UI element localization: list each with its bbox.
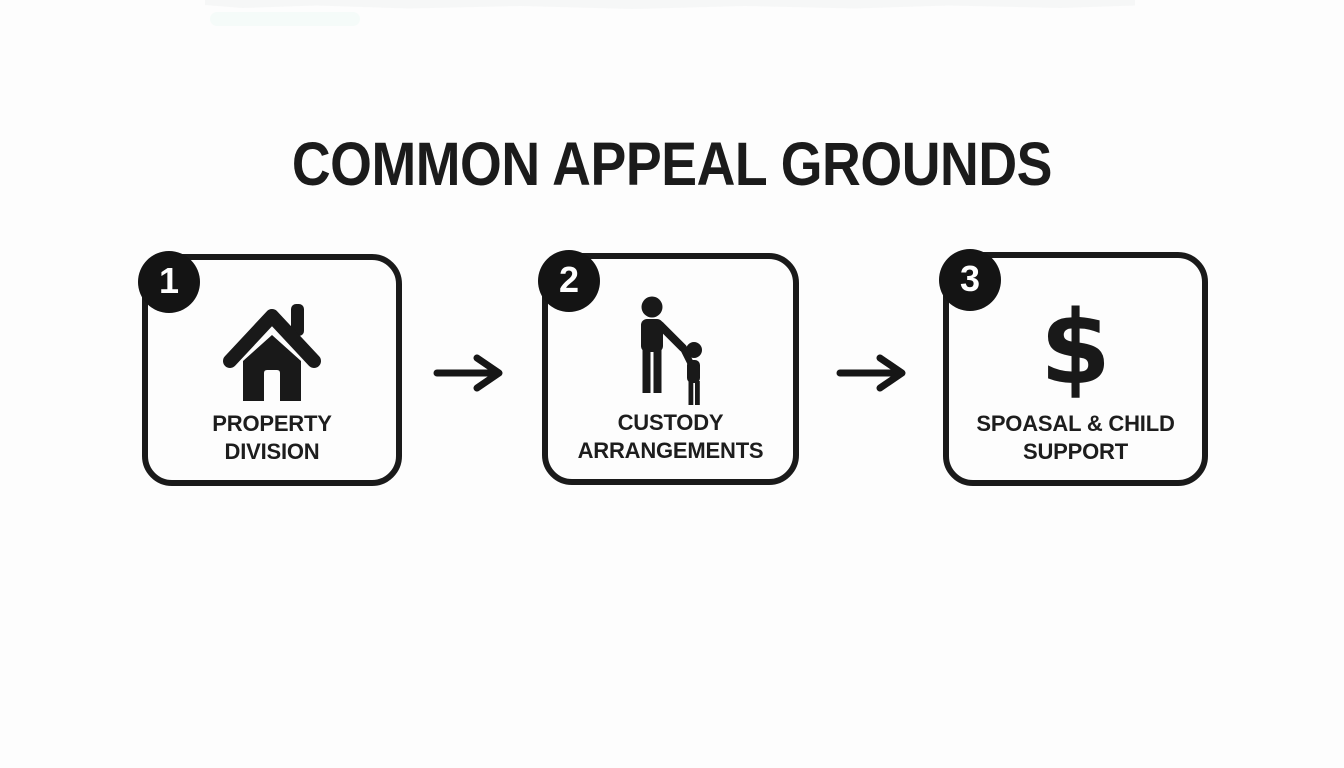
- page-title: COMMON APPEAL GROUNDS: [0, 133, 1344, 195]
- step-1-number: 1: [158, 260, 180, 301]
- right-arrow-icon: [836, 350, 910, 396]
- top-edge-smudge: [210, 12, 360, 26]
- step-2-label: CUSTODY ARRANGEMENTS: [548, 409, 793, 465]
- house-icon: [148, 294, 396, 408]
- right-arrow-icon: [433, 350, 507, 396]
- step-1-number-badge: 1: [138, 251, 200, 313]
- step-1-label: PROPERTY DIVISION: [148, 410, 396, 466]
- dollar-sign-glyph: $: [1040, 289, 1111, 408]
- step-2-number-badge: 2: [538, 250, 600, 312]
- step-3-label-line2: SUPPORT: [1023, 439, 1128, 464]
- step-1-label-line2: DIVISION: [224, 439, 320, 464]
- step-box-property-division: 1 PROPERTY DIVISION: [138, 251, 402, 486]
- step-3-label-line1: SPOASAL & CHILD: [976, 411, 1175, 436]
- step-1-label-line1: PROPERTY: [212, 411, 332, 436]
- step-2-label-line2: ARRANGEMENTS: [577, 438, 764, 463]
- step-2-label-line1: CUSTODY: [617, 410, 724, 435]
- step-box-spousal-child-support: 3 $ SPOASAL & CHILD SUPPORT: [939, 249, 1208, 486]
- step-3-number: 3: [959, 258, 981, 299]
- dollar-sign-icon: $: [949, 292, 1202, 406]
- step-3-label: SPOASAL & CHILD SUPPORT: [949, 410, 1202, 466]
- top-edge-artifact: [205, 0, 1135, 9]
- page-title-text: COMMON APPEAL GROUNDS: [291, 129, 1053, 198]
- step-box-custody-arrangements: 2 CUSTODY ARRANGEMENTS: [538, 250, 799, 485]
- step-3-number-badge: 3: [939, 249, 1001, 311]
- parent-child-icon: [548, 293, 793, 407]
- step-2-number: 2: [558, 259, 580, 300]
